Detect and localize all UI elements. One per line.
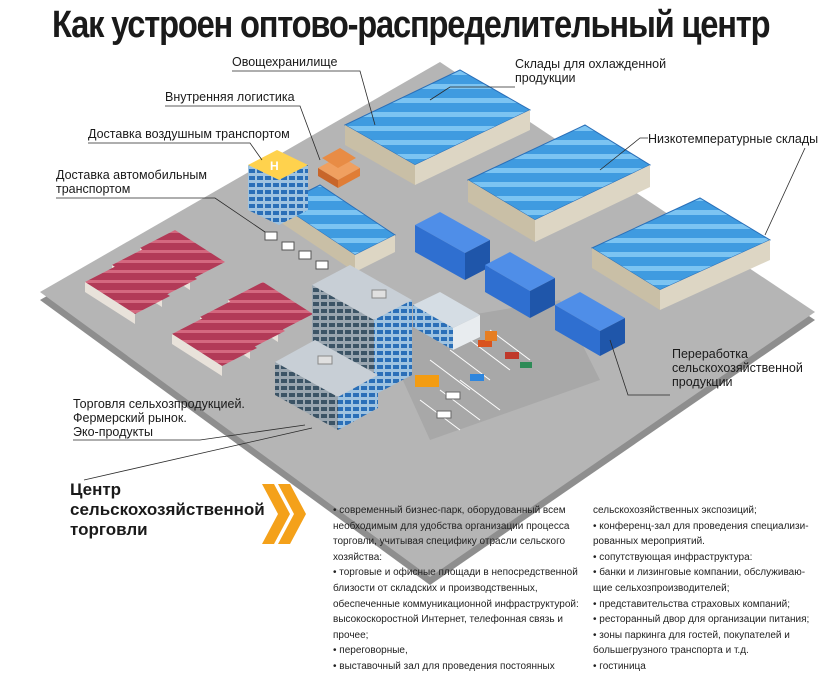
feature-line: большегрузного транспорта и т.д.: [593, 645, 749, 657]
center-title: Центр сельскохозяйственной торговли: [70, 480, 265, 540]
air-delivery-tower: H: [248, 150, 308, 225]
feature-line: • переговорные,: [333, 645, 408, 657]
feature-line: • конференц-зал для проведения специализ…: [593, 520, 809, 532]
market-halls-lower: [172, 282, 313, 376]
label-auto-delivery: Доставка автомобильным транспортом: [56, 168, 207, 196]
feature-line: • сопутствующая инфраструктура:: [593, 551, 753, 563]
chilled-warehouse-2: [466, 124, 652, 242]
label-text: Доставка воздушным транспортом: [88, 127, 290, 141]
feature-line: обеспеченные коммуникационной инфраструк…: [333, 598, 579, 610]
feature-line: • выставочный зал для проведения постоян…: [333, 660, 555, 672]
feature-line: прочее;: [333, 629, 369, 641]
label-text: Овощехранилище: [232, 55, 338, 69]
cars: [415, 331, 532, 419]
label-text: продукции: [672, 375, 733, 389]
double-chevron-right-icon: [262, 484, 306, 544]
business-center-building: [413, 292, 480, 350]
feature-line: хозяйства:: [333, 551, 383, 563]
label-text: Внутренняя логистика: [165, 90, 295, 104]
feature-line: рованных мероприятий.: [593, 536, 705, 548]
feature-line: • банки и лизинговые компании, обслужива…: [593, 567, 806, 579]
feature-line: • гостиница: [593, 660, 646, 672]
center-title-line: Центр: [70, 480, 122, 499]
label-trade: Торговля сельхозпродукцией. Фермерский р…: [73, 397, 245, 439]
features-column-left: • современный бизнес-парк, оборудованный…: [333, 503, 579, 675]
chilled-warehouse-1: [343, 69, 532, 185]
low-temp-warehouse: [590, 197, 772, 310]
label-air-delivery: Доставка воздушным транспортом: [88, 127, 290, 141]
processing-unit-2: [485, 252, 555, 318]
feature-line: необходимым для удобства организации про…: [333, 520, 570, 532]
feature-line: • ресторанный двор для организации питан…: [593, 614, 810, 626]
feature-line: щие сельхозпроизводителей;: [593, 582, 730, 594]
office-tower-low: [275, 340, 378, 430]
page-title: Как устроен оптово-распределительный цен…: [52, 4, 771, 46]
center-title-line: торговли: [70, 520, 148, 539]
feature-line: высокоскоростной Интернет, телефонная св…: [333, 614, 563, 626]
label-internal-logistics: Внутренняя логистика: [165, 90, 295, 104]
feature-line: сельскохозяйственных экспозиций;: [593, 505, 757, 516]
label-text: Фермерский рынок.: [73, 411, 187, 425]
label-text: Склады для охлажденной: [515, 57, 667, 71]
processing-unit-1: [415, 212, 490, 280]
feature-line: торговли, учитывая специфику отрасли сел…: [333, 536, 566, 548]
svg-text:H: H: [270, 159, 279, 173]
trucks: [264, 231, 329, 270]
feature-line: близости от складских и производственных…: [333, 582, 538, 594]
center-title-line: сельскохозяйственной: [70, 500, 265, 519]
processing-unit-3: [555, 292, 625, 356]
vegetable-storage-crates: [318, 148, 360, 188]
features-column-right: сельскохозяйственных экспозиций; • конфе…: [593, 503, 823, 675]
label-text: транспортом: [56, 182, 131, 196]
market-halls-upper: [85, 230, 225, 324]
label-text: Переработка: [672, 347, 749, 361]
center-connector-line: [83, 427, 313, 481]
feature-line: • торговые и офисные площади в непосредс…: [333, 567, 578, 579]
leader-lines: [56, 70, 806, 441]
label-text: Торговля сельхозпродукцией.: [73, 397, 245, 411]
feature-line: • представительства страховых компаний;: [593, 598, 791, 610]
feature-line: • зоны паркинга для гостей, покупателей …: [593, 629, 790, 641]
label-processing: Переработка сельскохозяйственной продукц…: [672, 347, 803, 389]
label-text: сельскохозяйственной: [672, 361, 803, 375]
label-text: Низкотемпературные склады: [648, 132, 819, 146]
label-chilled-warehouses: Склады для охлажденной продукции: [515, 57, 666, 85]
label-text: продукции: [515, 71, 576, 85]
label-vegetable-storage: Овощехранилище: [232, 55, 337, 69]
label-text: Доставка автомобильным: [56, 168, 207, 182]
label-text: Эко-продукты: [73, 425, 153, 439]
feature-line: • современный бизнес-парк, оборудованный…: [333, 505, 566, 516]
label-low-temp-warehouses: Низкотемпературные склады: [648, 132, 818, 146]
